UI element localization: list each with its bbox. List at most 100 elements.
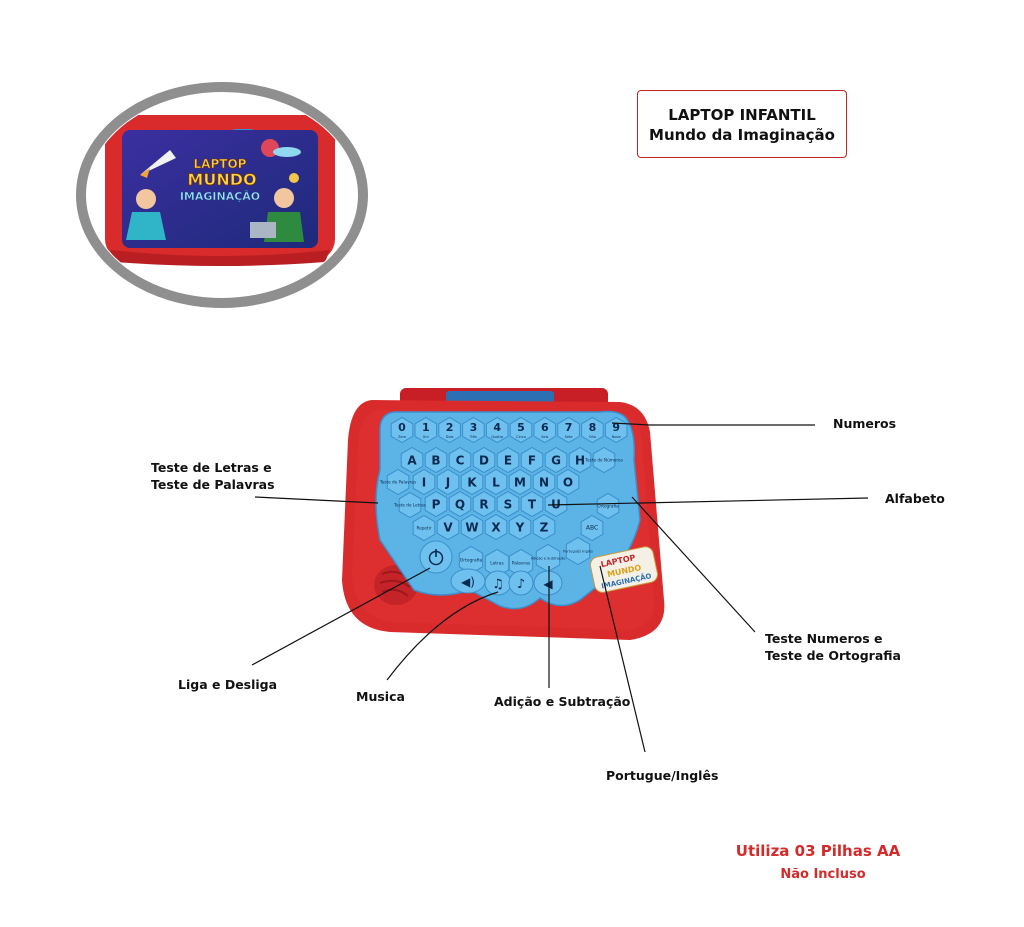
letter-key-W[interactable]: W [460,513,484,541]
function-key-4[interactable]: Português Inglês [563,536,593,566]
leader-portugues [599,565,646,753]
letter-label-Y: Y [515,521,525,535]
digit-label-8: 8 [589,421,597,434]
letter-label-D: D [479,454,489,468]
side-key-left-0[interactable]: Teste de Palavras [379,468,416,496]
function-label-4: Português Inglês [563,550,593,554]
letter-key-H[interactable]: H [568,446,592,474]
letter-label-O: O [563,476,573,490]
side-key-right-2[interactable]: ABC [580,514,604,542]
letter-key-L[interactable]: L [484,468,508,496]
digit-word-0: Zero [398,435,406,439]
speaker-icon: ◀ [543,577,553,591]
digit-key-1[interactable]: 1Um [414,416,438,444]
digit-label-1: 1 [422,421,430,434]
letter-label-X: X [491,521,501,535]
function-label-3: Adição e Subtração [531,557,566,561]
inset-logo-1: LAPTOP [194,157,247,171]
label-teste-letras: Teste de Letras e Teste de Palavras [151,459,275,493]
letter-key-P[interactable]: P [424,490,448,518]
letter-key-T[interactable]: T [520,490,544,518]
label-numeros: Numeros [833,416,897,431]
letter-key-G[interactable]: G [544,446,568,474]
letter-label-S: S [504,498,513,512]
music-note-icon: ♫ [492,577,504,592]
letter-label-V: V [443,521,453,535]
music-key-1[interactable]: ♫ [484,570,512,596]
letter-key-N[interactable]: N [532,468,556,496]
volume-icon: ◀) [461,575,475,589]
digit-word-7: Sete [565,435,573,439]
letter-label-C: C [456,454,465,468]
letter-key-R[interactable]: R [472,490,496,518]
digit-label-9: 9 [612,421,620,434]
letter-key-F[interactable]: F [520,446,544,474]
letter-key-Q[interactable]: Q [448,490,472,518]
letter-key-D[interactable]: D [472,446,496,474]
side-key-left-2[interactable]: Repetir [412,514,436,542]
letter-label-N: N [539,476,549,490]
letter-key-C[interactable]: C [448,446,472,474]
inset-logo-3: IMAGINAÇÃO [180,190,260,203]
letter-key-A[interactable]: A [400,446,424,474]
side-key-right-0[interactable]: Teste de Números [584,446,623,474]
letter-key-E[interactable]: E [496,446,520,474]
digit-label-6: 6 [541,421,549,434]
side-label-right-2: ABC [586,525,598,532]
letter-key-I[interactable]: I [412,468,436,496]
leader-teste-numeros [631,496,756,633]
side-key-left-1[interactable]: Teste de Letras [393,491,426,519]
digit-word-1: Um [423,435,430,439]
footer-not-included: Não Incluso [780,867,866,882]
digit-word-6: Seis [541,435,548,439]
letter-label-Q: Q [455,498,465,512]
letter-key-J[interactable]: J [436,468,460,496]
letter-key-K[interactable]: K [460,468,484,496]
letter-label-T: T [528,498,537,512]
leader-numeros [611,422,815,426]
product-subtitle: Mundo da Imaginação [649,126,835,144]
leader-lines [251,422,869,753]
digit-label-5: 5 [517,421,525,434]
letter-key-M[interactable]: M [508,468,532,496]
letter-label-R: R [479,498,488,512]
side-label-left-2: Repetir [416,526,431,531]
leader-liga [251,567,431,666]
side-key-right-1[interactable]: Ortografia [596,492,620,520]
letter-key-O[interactable]: O [556,468,580,496]
music-key-2[interactable]: ♪ [508,570,534,596]
digit-label-0: 0 [398,421,406,434]
volume-down-key[interactable]: ◀ [533,570,563,596]
letter-label-A: A [407,454,417,468]
label-alfabeto: Alfabeto [885,491,945,506]
letter-key-Y[interactable]: Y [508,513,532,541]
digit-label-7: 7 [565,421,573,434]
letter-label-W: W [465,521,478,535]
side-label-right-1: Ortografia [597,504,619,509]
digit-word-9: Nove [612,435,621,439]
power-button[interactable] [419,540,453,574]
letter-label-E: E [504,454,512,468]
side-label-left-0: Teste de Palavras [379,480,416,485]
letter-key-X[interactable]: X [484,513,508,541]
letter-key-B[interactable]: B [424,446,448,474]
letter-key-S[interactable]: S [496,490,520,518]
letter-key-V[interactable]: V [436,513,460,541]
letter-label-Z: Z [540,521,549,535]
digit-word-2: Dois [446,435,454,439]
volume-up-key[interactable]: ◀) [450,568,486,594]
laptop-sticker: LAPTOP MUNDO IMAGINAÇÃO [589,546,659,593]
letter-key-Z[interactable]: Z [532,513,556,541]
digit-word-5: Cinco [516,435,526,439]
product-title-box: LAPTOP INFANTIL Mundo da Imaginação [637,90,847,158]
letter-label-I: I [422,476,426,490]
